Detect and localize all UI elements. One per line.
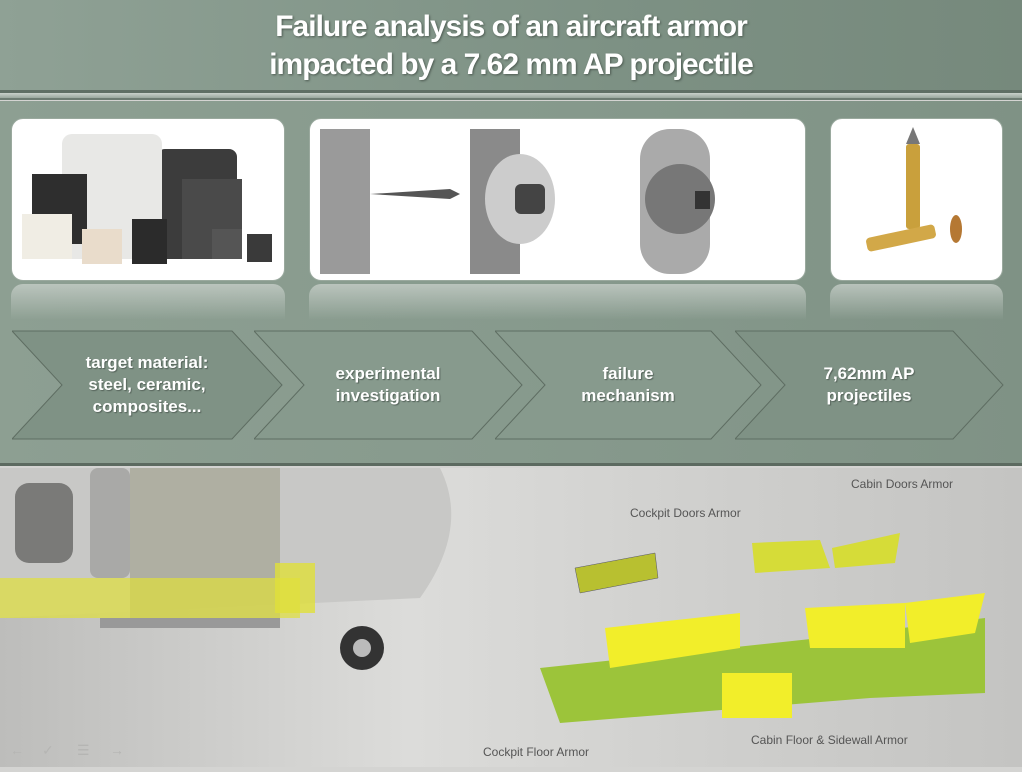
process-step-projectiles: 7,62mm AP projectiles xyxy=(735,330,1005,440)
label-cabin-doors: Cabin Doors Armor xyxy=(851,477,954,491)
label-cabin-floor: Cabin Floor & Sidewall Armor xyxy=(751,733,908,747)
armor-plates-photo xyxy=(11,118,285,281)
helicopter-armor-illustration xyxy=(0,468,985,723)
label-cockpit-doors: Cockpit Doors Armor xyxy=(630,506,741,520)
photo-reflection xyxy=(309,284,806,320)
title-band: Failure analysis of an aircraft armor im… xyxy=(0,0,1022,93)
previous-slide-icon[interactable]: ← xyxy=(10,742,24,758)
impact-sequence-photo xyxy=(309,118,806,281)
slide-title-line1: Failure analysis of an aircraft armor xyxy=(275,10,748,43)
pen-icon[interactable]: ✓ xyxy=(42,742,54,758)
step-label: failure mechanism xyxy=(581,363,675,405)
process-step-failure-mechanism: failure mechanism xyxy=(495,330,763,440)
ammunition-photo xyxy=(830,118,1003,281)
divider xyxy=(0,93,1022,100)
menu-icon[interactable]: ☰ xyxy=(77,742,90,758)
step-label: experimental investigation xyxy=(335,363,441,405)
slide-title-line2: impacted by a 7.62 mm AP projectile xyxy=(269,48,754,81)
process-step-experimental: experimental investigation xyxy=(254,330,524,440)
step-label: 7,62mm AP projectiles xyxy=(823,363,915,405)
photo-reflection xyxy=(11,284,285,320)
label-cockpit-floor: Cockpit Floor Armor xyxy=(483,745,590,759)
armor-diagram: Cockpit Doors Armor Cabin Doors Armor Co… xyxy=(0,468,1022,767)
process-step-target-material: target material: steel, ceramic, composi… xyxy=(12,330,284,440)
photo-reflection xyxy=(830,284,1003,320)
step-label: target material: steel, ceramic, composi… xyxy=(85,352,209,417)
next-slide-icon[interactable]: → xyxy=(110,742,124,758)
